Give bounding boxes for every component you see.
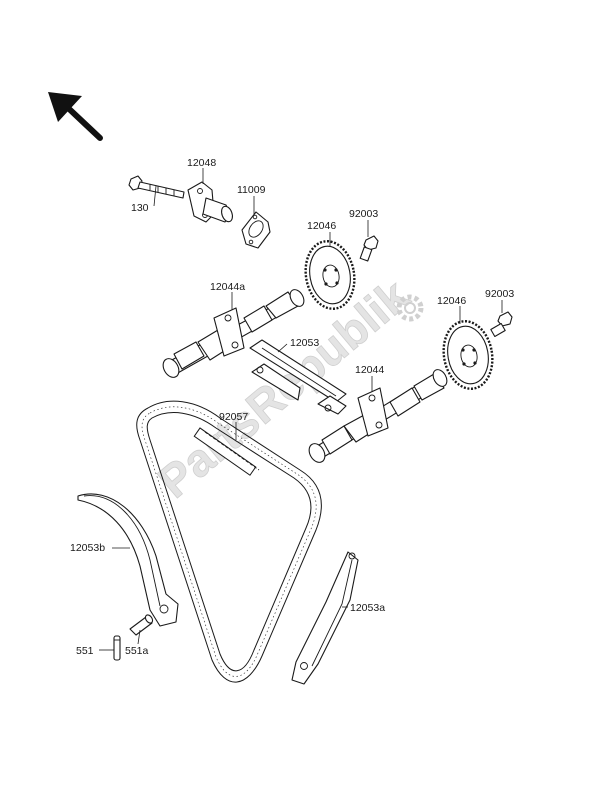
label-551: 551: [76, 645, 94, 657]
gasket-11009: [241, 211, 271, 249]
label-12046-right: 12046: [437, 295, 466, 307]
cam-chain-92057: [136, 400, 322, 683]
watermark-gear-icon: [396, 294, 424, 322]
sprocket-left-12046: [304, 240, 356, 310]
bolt-130: [128, 175, 185, 199]
label-12046-left: 12046: [307, 220, 336, 232]
label-12048: 12048: [187, 157, 216, 169]
label-12044a: 12044a: [210, 281, 245, 293]
pin-551: [113, 635, 121, 661]
chain-guide-12053a: [291, 551, 359, 685]
guide-12053: [249, 339, 347, 415]
pin-551a: [129, 614, 154, 636]
tensioner-12048: [187, 181, 233, 223]
chain-guide-12053b: [77, 493, 179, 627]
label-92057: 92057: [219, 411, 248, 423]
label-12053a: 12053a: [350, 602, 385, 614]
label-92003-left: 92003: [349, 208, 378, 220]
label-551a: 551a: [125, 645, 149, 657]
part-labels: 12048 130 11009 12046 92003 12044a 12046…: [70, 157, 514, 657]
camshaft-12044a: [162, 289, 305, 378]
label-130: 130: [131, 202, 149, 214]
chain-link-segment: [193, 427, 260, 476]
leader-lines: [99, 168, 503, 651]
bolt-92003-right: [490, 311, 513, 338]
label-12053: 12053: [290, 337, 319, 349]
label-92003-right: 92003: [485, 288, 514, 300]
label-12044: 12044: [355, 364, 384, 376]
bolt-92003-left: [359, 235, 379, 262]
label-12053b: 12053b: [70, 542, 105, 554]
camshaft-12044: [308, 369, 448, 463]
direction-arrow-icon: [48, 92, 103, 141]
sprocket-right-12046: [442, 320, 494, 390]
label-11009: 11009: [237, 184, 266, 196]
